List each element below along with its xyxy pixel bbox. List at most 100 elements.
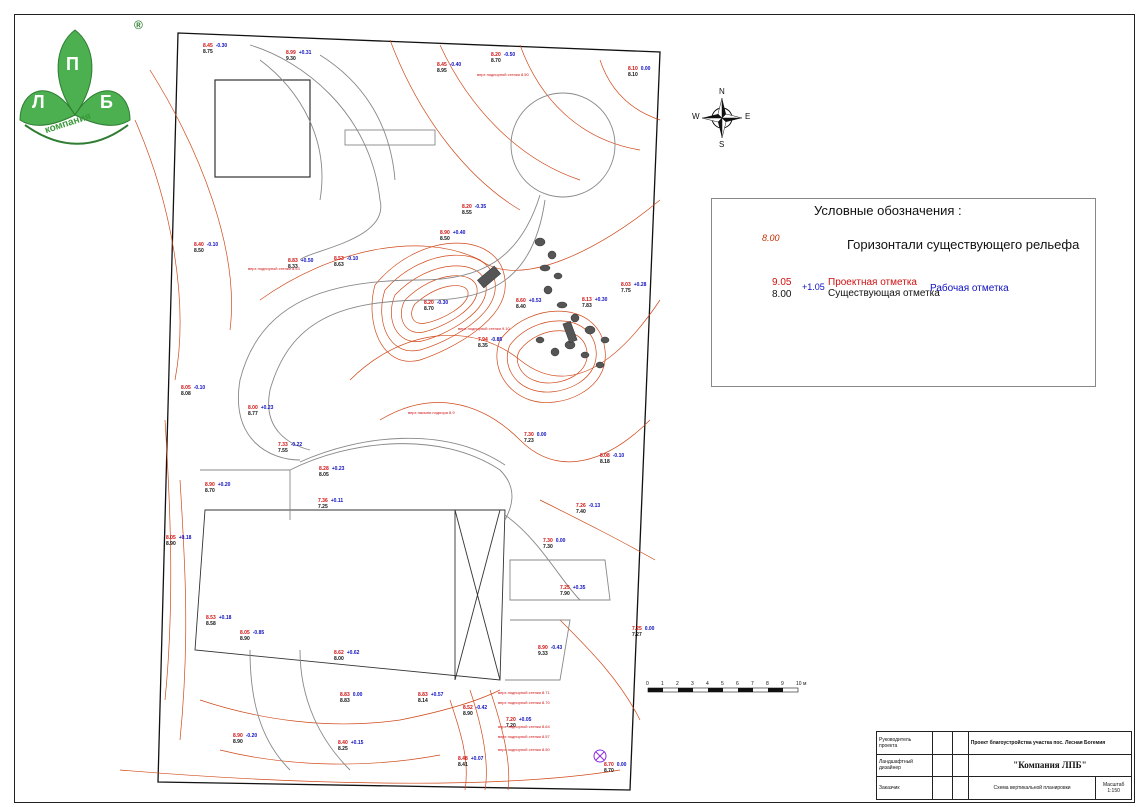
- existing-elevation: 8.08: [181, 391, 191, 397]
- work-elevation: +0.28: [633, 282, 647, 288]
- project-elevation: 8.83+0.50: [288, 258, 314, 264]
- existing-elevation: 8.70: [491, 58, 501, 64]
- work-elevation: +0.50: [300, 258, 314, 264]
- project-elevation: 8.03+0.28: [621, 282, 647, 288]
- existing-elevation: 8.70: [424, 306, 434, 312]
- wall-note: верх подпорной стенки 8.50: [477, 72, 529, 77]
- project-elevation: 8.48+0.07: [458, 756, 484, 762]
- wall-note: верх подпорной стенки 9.10: [458, 326, 510, 331]
- company-logo: [19, 29, 131, 145]
- paths: [200, 44, 616, 771]
- contour-lines: [119, 39, 661, 791]
- work-elevation: -0.42: [475, 705, 488, 711]
- work-elevation: 0.00: [640, 66, 651, 72]
- wall-note: верх подпорной стенки 8.64: [498, 724, 550, 729]
- buildings: [194, 79, 506, 681]
- work-elevation: -0.30: [215, 43, 228, 49]
- work-elevation: +0.30: [594, 297, 608, 303]
- project-elevation: 7.36+0.11: [318, 498, 344, 504]
- existing-elevation: 8.50: [194, 248, 204, 254]
- work-elevation: 0.00: [536, 432, 547, 438]
- project-elevation: 8.28+0.23: [319, 466, 345, 472]
- work-elevation: -0.10: [346, 256, 359, 262]
- work-elevation: +0.40: [452, 230, 466, 236]
- existing-elevation: 7.83: [582, 303, 592, 309]
- scale-tick-label: 0: [646, 681, 649, 687]
- work-elevation: -0.10: [612, 453, 625, 459]
- existing-elevation: 7.40: [576, 509, 586, 515]
- existing-elevation: 8.25: [338, 746, 348, 752]
- legend-work-label: Рабочая отметка: [930, 283, 1009, 294]
- compass-e: E: [745, 112, 751, 121]
- project-elevation: 8.20-0.50: [491, 52, 516, 58]
- scale-tick-label: 3: [691, 681, 694, 687]
- project-elevation: 8.20-0.35: [462, 204, 487, 210]
- existing-elevation: 7.20: [506, 723, 516, 729]
- scale-tick-label: 10 м: [796, 681, 807, 687]
- existing-elevation: 7.23: [524, 438, 534, 444]
- project-elevation: 8.08-0.10: [600, 453, 625, 459]
- compass-w: W: [692, 112, 700, 121]
- project-elevation: 8.05-0.10: [181, 385, 206, 391]
- existing-elevation: 7.75: [621, 288, 631, 294]
- legend-project-value: 9.05: [772, 277, 792, 288]
- existing-elevation: 7.90: [560, 591, 570, 597]
- existing-elevation: 7.55: [278, 448, 288, 454]
- project-elevation: 8.00+0.23: [248, 405, 274, 411]
- existing-elevation: 8.18: [600, 459, 610, 465]
- stamp-sheet: Схема вертикальной планировки: [967, 776, 1097, 800]
- existing-elevation: 8.40: [516, 304, 526, 310]
- existing-elevation: 8.55: [462, 210, 472, 216]
- wall-note: верх подпорной стенки 8.50: [498, 747, 550, 752]
- scale-tick-label: 6: [736, 681, 739, 687]
- work-elevation: -0.85: [252, 630, 265, 636]
- project-elevation: 7.33-0.22: [278, 442, 303, 448]
- compass-n: N: [719, 87, 725, 96]
- project-elevation: 8.83+0.57: [418, 692, 444, 698]
- project-elevation: 8.13+0.30: [582, 297, 608, 303]
- work-elevation: -0.13: [588, 503, 601, 509]
- stamp-scale-value: 1:150: [1107, 788, 1120, 795]
- existing-elevation: 9.30: [286, 56, 296, 62]
- existing-elevation: 8.90: [240, 636, 250, 642]
- stamp-project: Проект благоустройства участка пос. Лесн…: [967, 731, 1133, 755]
- existing-elevation: 8.10: [628, 72, 638, 78]
- project-elevation: 8.99+0.31: [286, 50, 312, 56]
- scale-tick-label: 1: [661, 681, 664, 687]
- work-elevation: +0.57: [430, 692, 444, 698]
- project-elevation: 8.62+0.62: [334, 650, 360, 656]
- work-elevation: -0.43: [550, 645, 563, 651]
- work-elevation: -0.85: [490, 337, 503, 343]
- work-elevation: +0.15: [350, 740, 364, 746]
- work-elevation: +0.62: [346, 650, 360, 656]
- existing-elevation: 8.90: [463, 711, 473, 717]
- existing-elevation: 8.14: [418, 698, 428, 704]
- work-elevation: +0.11: [330, 498, 344, 504]
- existing-elevation: 8.41: [458, 762, 468, 768]
- stamp-role-1: Руководитель проекта: [875, 731, 934, 755]
- project-elevation: 7.20+0.05: [506, 717, 532, 723]
- project-elevation: 7.94-0.85: [478, 337, 503, 343]
